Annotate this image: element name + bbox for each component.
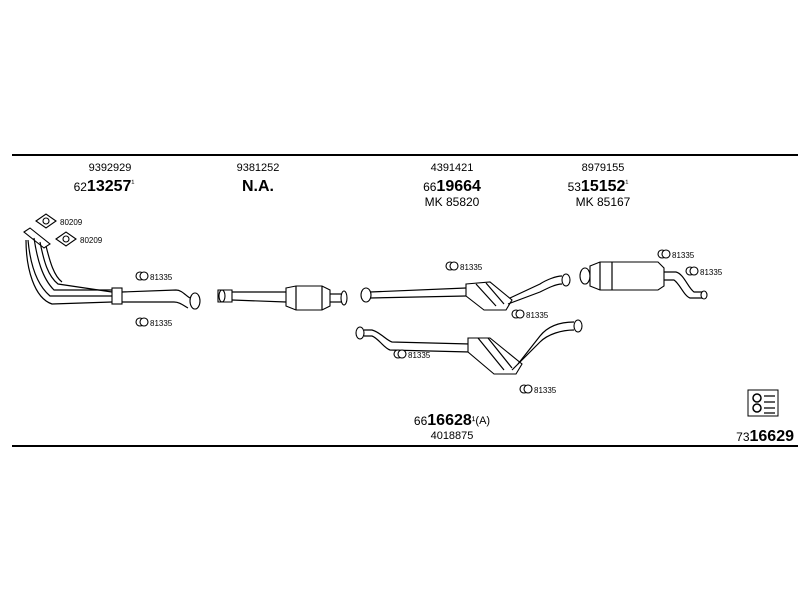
part-catalytic-converter xyxy=(217,285,348,311)
clamp-icon xyxy=(135,317,149,327)
header-4-number: 5315152¹ xyxy=(568,178,629,195)
header-3-mk: MK 85820 xyxy=(425,195,480,209)
footer-center-number: 6616628¹(A) xyxy=(414,412,490,429)
part-middle-silencer-lower xyxy=(355,319,583,375)
header-3-code: 4391421 xyxy=(431,162,474,174)
clamp-label: 81335 xyxy=(150,273,173,282)
gasket-label-1: 80209 xyxy=(60,218,83,227)
header-1-number: 6213257¹ xyxy=(74,178,135,195)
header-4-mk: MK 85167 xyxy=(576,195,631,209)
gasket-icon xyxy=(55,231,77,247)
clamp-label: 81335 xyxy=(460,263,483,272)
part-rear-silencer xyxy=(579,261,708,300)
gasket-label-2: 80209 xyxy=(80,236,103,245)
clamp-icon xyxy=(511,309,525,319)
header-4-code: 8979155 xyxy=(582,162,625,174)
catalog-symbol-icon xyxy=(747,389,779,417)
header-1-code: 9392929 xyxy=(89,162,132,174)
clamp-label: 81335 xyxy=(150,319,173,328)
clamp-icon xyxy=(657,249,671,259)
header-2-number: N.A. xyxy=(242,178,274,195)
clamp-label: 81335 xyxy=(534,386,557,395)
header-2-code: 9381252 xyxy=(237,162,280,174)
gasket-icon xyxy=(35,213,57,229)
footer-right-number: 7316629 xyxy=(736,428,794,445)
footer-center-code: 4018875 xyxy=(431,430,474,442)
clamp-label: 81335 xyxy=(672,251,695,260)
clamp-label: 81335 xyxy=(700,268,723,277)
part-downpipe: 80209 80209 xyxy=(23,213,201,310)
clamp-icon xyxy=(393,349,407,359)
clamp-icon xyxy=(135,271,149,281)
clamp-label: 81335 xyxy=(526,311,549,320)
clamp-label: 81335 xyxy=(408,351,431,360)
clamp-icon xyxy=(519,384,533,394)
part-middle-silencer-upper xyxy=(360,273,571,311)
clamp-icon xyxy=(685,266,699,276)
clamp-icon xyxy=(445,261,459,271)
header-3-number: 6619664 xyxy=(423,178,481,195)
